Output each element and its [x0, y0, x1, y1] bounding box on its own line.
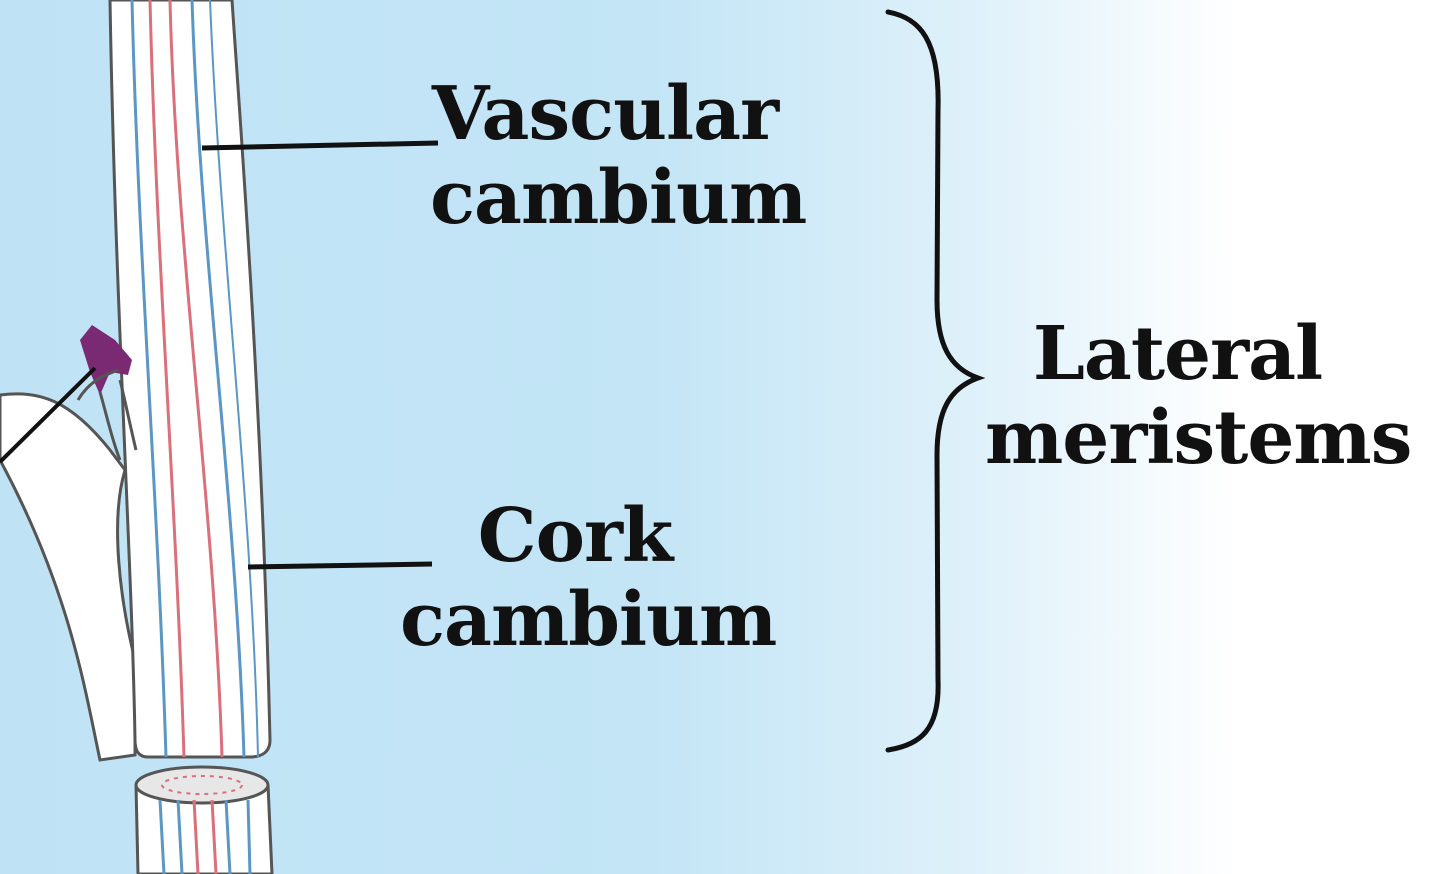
cross-section-xylem-ring — [161, 775, 243, 795]
phloem-line-right — [190, 0, 246, 758]
stem-cross-section-body — [134, 784, 274, 874]
vascular-cambium-label-line2: cambium — [430, 155, 807, 241]
curly-brace — [885, 9, 986, 753]
xylem-line-right — [168, 0, 224, 758]
cork-cambium-leader — [247, 561, 433, 570]
vascular-cambium-leader — [201, 140, 439, 151]
cross-section-phloem-lines — [158, 799, 252, 874]
side-branch — [0, 392, 137, 762]
vascular-cambium-label: Vascular cambium — [430, 71, 807, 241]
xylem-line-left — [148, 0, 186, 758]
phloem-line-left — [130, 0, 168, 758]
stem-cross-section-top — [134, 765, 270, 805]
main-stem — [108, 0, 272, 759]
cambium-line — [209, 0, 259, 758]
cork-cambium-label-line2: cambium — [400, 577, 777, 663]
cork-cambium-label: Cork cambium — [400, 493, 777, 663]
vascular-cambium-label-line1: Vascular — [431, 71, 779, 157]
cross-section-xylem-lines — [192, 799, 218, 874]
cork-cambium-label-line1: Cork — [477, 493, 674, 579]
lateral-meristems-label-line1: Lateral — [1032, 311, 1323, 397]
bud-icon — [80, 325, 132, 395]
bud-leader-line — [0, 366, 97, 464]
bud-scales — [76, 368, 138, 461]
lateral-meristems-label: Lateral meristems — [985, 311, 1412, 481]
lateral-meristems-label-line2: meristems — [985, 395, 1412, 481]
